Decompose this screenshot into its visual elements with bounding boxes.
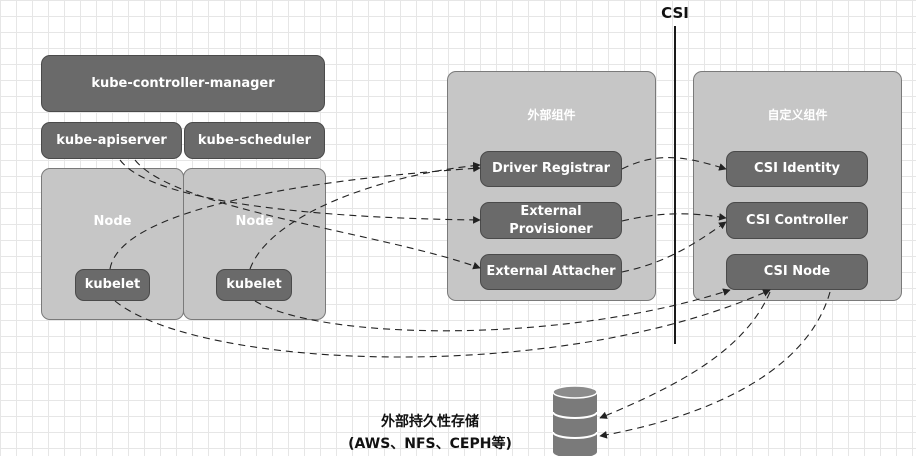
storage-subtitle: (AWS、NFS、CEPH等) xyxy=(348,436,512,452)
csi-identity-box[interactable]: CSI Identity xyxy=(726,151,868,187)
kube-controller-manager-box[interactable]: kube-controller-manager xyxy=(41,55,325,112)
csi-node-label: CSI Node xyxy=(763,264,831,279)
csi-controller-label: CSI Controller xyxy=(746,212,848,228)
csi-divider-line xyxy=(674,26,676,344)
node-2-title: Node xyxy=(235,214,274,229)
csi-controller-box[interactable]: CSI Controller xyxy=(726,202,868,239)
csi-identity-label: CSI Identity xyxy=(753,161,841,176)
kube-controller-manager-label: kube-controller-manager xyxy=(91,75,275,91)
kube-apiserver-label: kube-apiserver xyxy=(56,132,167,148)
connector-controller-to-storage xyxy=(599,291,771,419)
external-provisioner-box[interactable]: External Provisioner xyxy=(480,202,622,239)
kubelet-1-box[interactable]: kubelet xyxy=(75,269,150,301)
kube-scheduler-label: kube-scheduler xyxy=(197,132,312,148)
kubelet-2-label: kubelet xyxy=(226,277,282,292)
kube-apiserver-box[interactable]: kube-apiserver xyxy=(41,122,182,159)
external-attacher-label: External Attacher xyxy=(486,264,616,279)
external-components-title: 外部组件 xyxy=(527,108,576,122)
kubelet-1-label: kubelet xyxy=(84,277,141,292)
external-provisioner-label: External Provisioner xyxy=(509,203,593,237)
kubelet-2-box[interactable]: kubelet xyxy=(216,269,292,301)
driver-registrar-box[interactable]: Driver Registrar xyxy=(480,151,622,187)
custom-components-title: 自定义组件 xyxy=(767,108,828,122)
csi-node-box[interactable]: CSI Node xyxy=(726,254,868,290)
kube-scheduler-box[interactable]: kube-scheduler xyxy=(184,122,325,159)
database-icon xyxy=(552,385,598,456)
connector-csinode-to-storage xyxy=(599,291,831,439)
driver-registrar-label: Driver Registrar xyxy=(491,161,611,176)
external-attacher-box[interactable]: External Attacher xyxy=(480,254,622,290)
storage-title: 外部持久性存储 xyxy=(381,414,479,430)
csi-label: CSI xyxy=(661,4,689,22)
node-1-title: Node xyxy=(93,214,132,229)
